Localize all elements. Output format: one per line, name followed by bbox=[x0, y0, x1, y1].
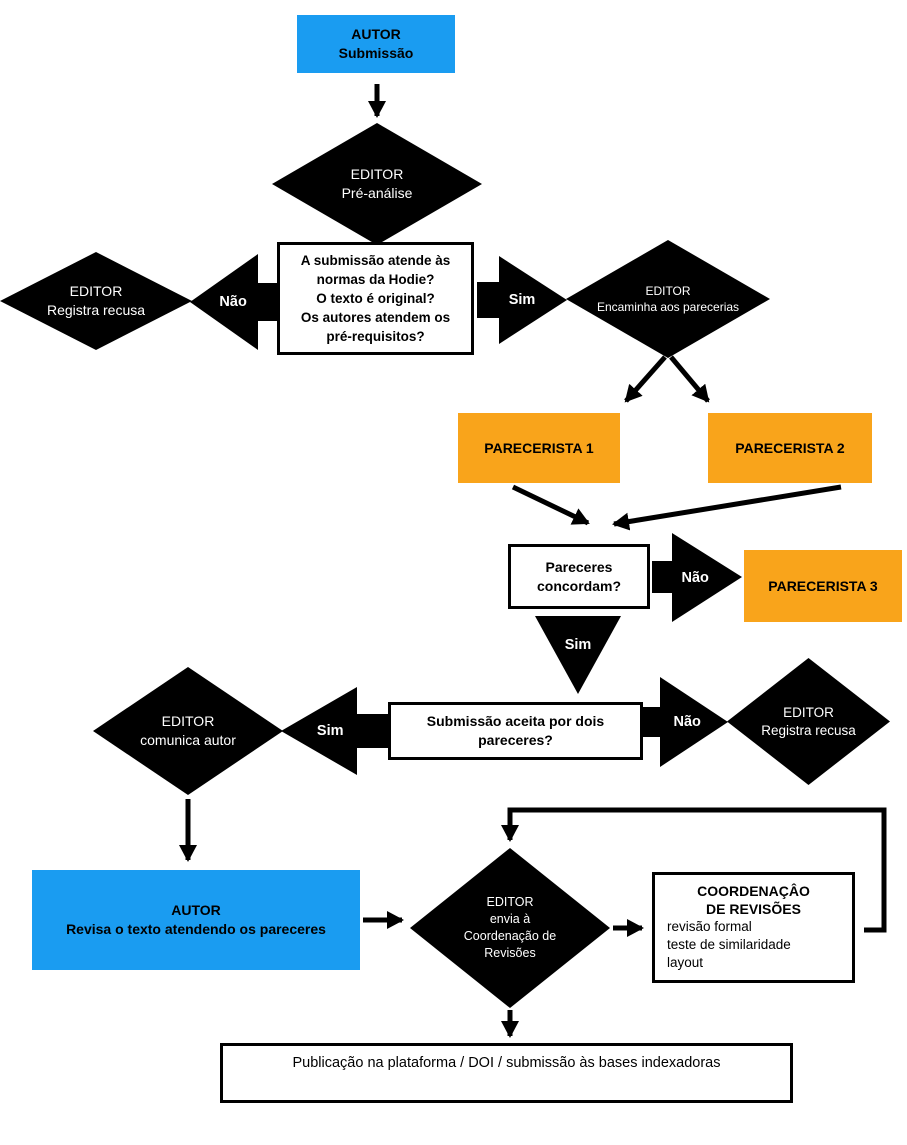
edge-label-no: Não bbox=[673, 714, 701, 730]
block-arrow-shape bbox=[477, 256, 567, 344]
block-arrow-no-preanalise: Não bbox=[190, 254, 278, 350]
node-editor-comunica-autor: EDITOR comunica autor bbox=[93, 667, 283, 795]
node-subtitle: Submissão bbox=[338, 45, 414, 61]
node-editor-encaminha: EDITOR Encaminha aos parecerias bbox=[566, 240, 770, 358]
node-parecerista-2: PARECERISTA 2 bbox=[708, 413, 872, 483]
node-items: revisão formal teste de similaridade lay… bbox=[667, 919, 791, 970]
node-title: EDITOR bbox=[783, 704, 834, 720]
block-arrow-shape bbox=[535, 616, 621, 694]
node-question-normas: A submissão atende às normas da Hodie? O… bbox=[277, 242, 474, 355]
node-subtitle: Revisa o texto atendendo os pareceres bbox=[66, 921, 326, 937]
node-title: EDITOR bbox=[69, 283, 123, 299]
block-arrow-shape bbox=[190, 254, 278, 350]
node-coordenacao-revisoes: COORDENAÇÂO DE REVISÕES revisão formal t… bbox=[652, 872, 855, 983]
node-question-aceita: Submissão aceita por dois pareceres? bbox=[388, 702, 643, 760]
arrow-parecerista1-to-concordam bbox=[511, 484, 590, 526]
node-editor-registra-recusa-1: EDITOR Registra recusa bbox=[0, 252, 192, 350]
question-text: A submissão atende às normas da Hodie? O… bbox=[300, 253, 451, 344]
node-editor-pre-analise: EDITOR Pré-análise bbox=[272, 123, 482, 245]
node-autor-revisa: AUTOR Revisa o texto atendendo os parece… bbox=[32, 870, 360, 970]
node-title: EDITOR bbox=[645, 284, 691, 298]
node-subtitle: envia à Coordenação de Revisões bbox=[463, 912, 557, 960]
block-arrow-yes-concordam: Sim bbox=[535, 616, 621, 694]
node-subtitle: Registra recusa bbox=[46, 302, 146, 318]
node-title: COORDENAÇÂO DE REVISÕES bbox=[697, 883, 810, 917]
node-subtitle: Pré-análise bbox=[341, 185, 413, 201]
block-arrow-shape bbox=[281, 687, 388, 775]
node-editor-registra-recusa-2: EDITOR Registra recusa bbox=[727, 658, 890, 785]
edge-label-yes: Sim bbox=[316, 723, 344, 739]
node-label: PARECERISTA 1 bbox=[484, 439, 594, 456]
node-question-concordam: Pareceres concordam? bbox=[508, 544, 650, 609]
node-title: EDITOR bbox=[486, 895, 534, 909]
node-title: EDITOR bbox=[350, 166, 404, 182]
arrow-encaminha-to-parecerista2 bbox=[669, 355, 710, 403]
node-parecerista-1: PARECERISTA 1 bbox=[458, 413, 620, 483]
arrow-parecerista2-to-concordam bbox=[612, 484, 842, 531]
edge-label-no: Não bbox=[219, 294, 247, 310]
node-label: PARECERISTA 3 bbox=[768, 577, 878, 594]
node-text: Publicação na plataforma / DOI / submiss… bbox=[292, 1055, 721, 1071]
node-title: EDITOR bbox=[161, 713, 215, 729]
edge-label-yes: Sim bbox=[508, 292, 536, 308]
node-parecerista-3: PARECERISTA 3 bbox=[744, 550, 902, 622]
node-subtitle: Registra recusa bbox=[761, 722, 856, 738]
edge-label-no: Não bbox=[681, 569, 709, 586]
block-arrow-shape bbox=[643, 677, 728, 767]
node-title: AUTOR bbox=[351, 26, 401, 42]
arrow-encaminha-to-parecerista1 bbox=[624, 355, 667, 403]
question-text: Pareceres concordam? bbox=[536, 558, 621, 594]
node-label: PARECERISTA 2 bbox=[735, 439, 845, 456]
edge-label-yes: Sim bbox=[564, 636, 592, 653]
block-arrow-yes-aceita: Sim bbox=[281, 687, 388, 775]
node-subtitle: Encaminha aos parecerias bbox=[596, 300, 740, 314]
block-arrow-no-concordam: Não bbox=[652, 533, 742, 622]
node-editor-envia-coordenacao: EDITOR envia à Coordenação de Revisões bbox=[410, 848, 610, 1008]
node-publicacao: Publicação na plataforma / DOI / submiss… bbox=[220, 1043, 793, 1103]
block-arrow-shape bbox=[652, 533, 742, 622]
block-arrow-yes-preanalise: Sim bbox=[477, 256, 567, 344]
question-text: Submissão aceita por dois pareceres? bbox=[426, 713, 605, 748]
node-subtitle: comunica autor bbox=[140, 732, 236, 748]
block-arrow-no-aceita: Não bbox=[643, 677, 728, 767]
node-autor-submissao: AUTOR Submissão bbox=[297, 15, 455, 73]
node-title: AUTOR bbox=[171, 902, 221, 918]
